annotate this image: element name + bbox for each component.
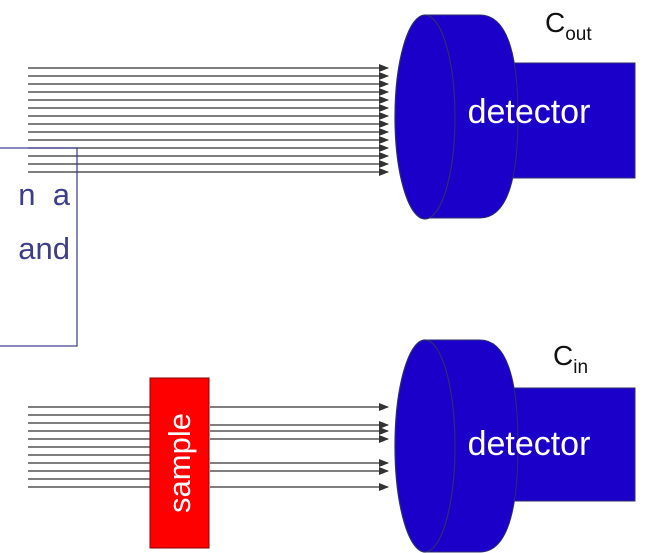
detector-label: detector — [468, 93, 591, 131]
top-detector: detector Cout — [394, 7, 636, 220]
text-box-line-2: and — [18, 231, 70, 266]
sample-block — [149, 377, 210, 549]
text-box-line-1: n a — [18, 177, 70, 212]
text-box: n a and — [0, 147, 78, 347]
detector-face — [394, 339, 456, 553]
text-box-border — [0, 147, 78, 347]
detector-face — [394, 14, 456, 220]
counter-label-in: Cin — [553, 340, 588, 378]
bottom-beam-transmitted — [210, 403, 389, 491]
bottom-detector: detector Cin — [394, 339, 636, 553]
sample: sample — [149, 377, 210, 549]
counter-label-out: Cout — [545, 7, 592, 45]
sample-label: sample — [162, 413, 197, 513]
detector-label: detector — [468, 425, 591, 463]
top-beam — [28, 64, 389, 176]
bottom-beam-incoming — [28, 406, 150, 488]
